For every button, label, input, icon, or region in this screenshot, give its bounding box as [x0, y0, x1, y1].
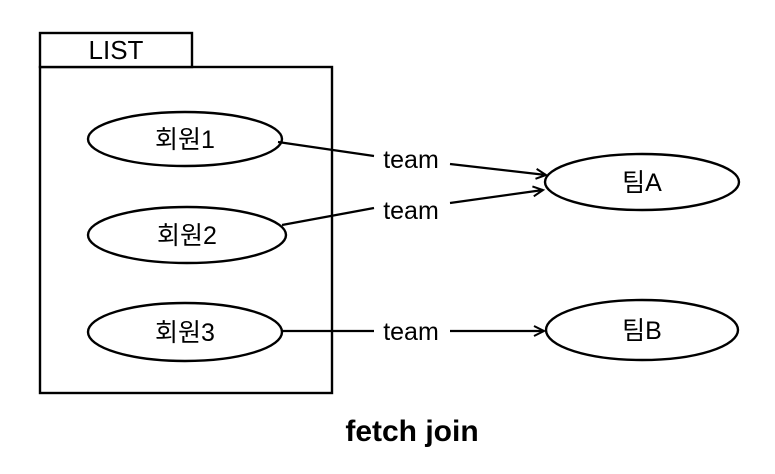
list-container-tab — [38, 31, 194, 69]
member2-label: 회원2 — [157, 222, 217, 250]
member2-ellipse — [86, 205, 288, 265]
member2-node: 회원2 — [86, 205, 288, 265]
list-container-label: LIST — [89, 35, 144, 65]
teamB-label: 팀B — [622, 317, 662, 345]
edge-member2-teamA: team — [281, 185, 546, 227]
edge-member1-teamA: team — [277, 140, 549, 180]
edge-member2-teamA-label: team — [383, 197, 439, 225]
edge-member1-teamA-arrow — [449, 162, 549, 180]
member3-node: 회원3 — [86, 301, 284, 363]
teamA-ellipse — [543, 152, 741, 212]
edge-member2-teamA-lead-line — [281, 206, 375, 227]
teamB-node: 팀B — [544, 298, 740, 362]
edge-member3-teamB-label: team — [383, 318, 439, 346]
teamA-node: 팀A — [543, 152, 741, 212]
edge-member1-teamA-lead-line — [277, 140, 375, 158]
member3-label: 회원3 — [155, 319, 215, 347]
edge-member2-teamA-arrow — [449, 185, 546, 205]
member1-label: 회원1 — [155, 126, 215, 154]
diagram-caption: fetch join — [345, 415, 478, 448]
teamA-label: 팀A — [622, 169, 662, 197]
member1-ellipse — [86, 110, 284, 168]
edge-member3-teamB: team — [282, 318, 547, 346]
edge-member1-teamA-label: team — [383, 146, 439, 174]
member1-node: 회원1 — [86, 110, 284, 168]
